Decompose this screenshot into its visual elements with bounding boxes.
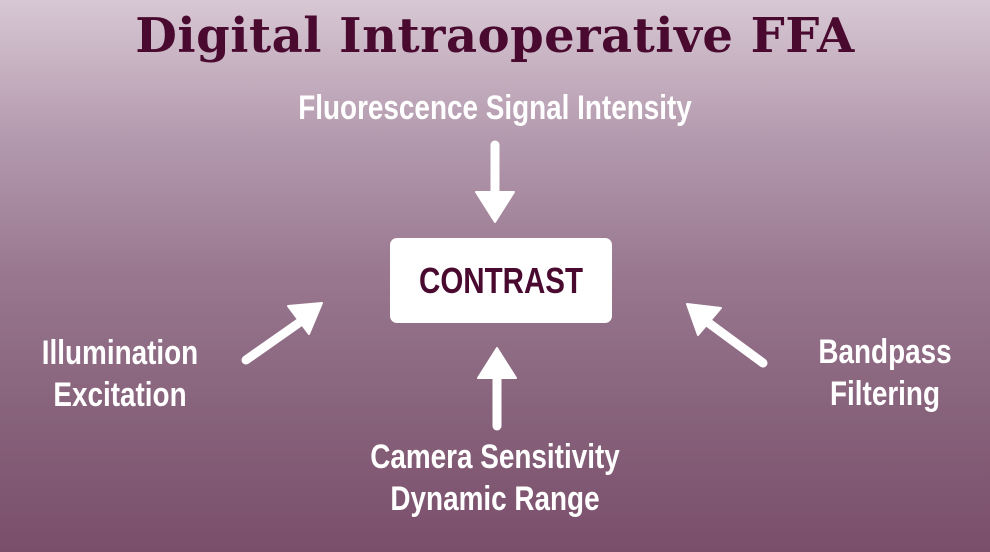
arrow-up-right-icon <box>241 302 323 365</box>
factor-top-line-1: Fluorescence Signal Intensity <box>298 89 692 127</box>
factor-right-line-1: Bandpass <box>818 333 952 371</box>
factor-bottom-line-1: Camera Sensitivity <box>370 438 620 476</box>
factor-left-label: Illumination Excitation <box>42 332 198 416</box>
factor-right-line-2: Filtering <box>830 375 940 413</box>
arrow-down-icon <box>475 140 515 223</box>
contrast-box: CONTRAST <box>390 238 612 323</box>
diagram-title: Digital Intraoperative FFA <box>135 8 855 64</box>
factor-left-line-1: Illumination <box>41 334 199 372</box>
factor-left-line-2: Excitation <box>53 376 187 414</box>
arrow-up-icon <box>477 347 517 431</box>
factor-bottom-line-2: Dynamic Range <box>390 480 600 518</box>
factor-top-label: Fluorescence Signal Intensity <box>298 87 692 129</box>
factor-right-label: Bandpass Filtering <box>818 331 951 415</box>
arrow-up-left-icon <box>686 303 768 368</box>
contrast-label: CONTRAST <box>419 259 583 301</box>
factor-bottom-label: Camera Sensitivity Dynamic Range <box>370 436 619 520</box>
